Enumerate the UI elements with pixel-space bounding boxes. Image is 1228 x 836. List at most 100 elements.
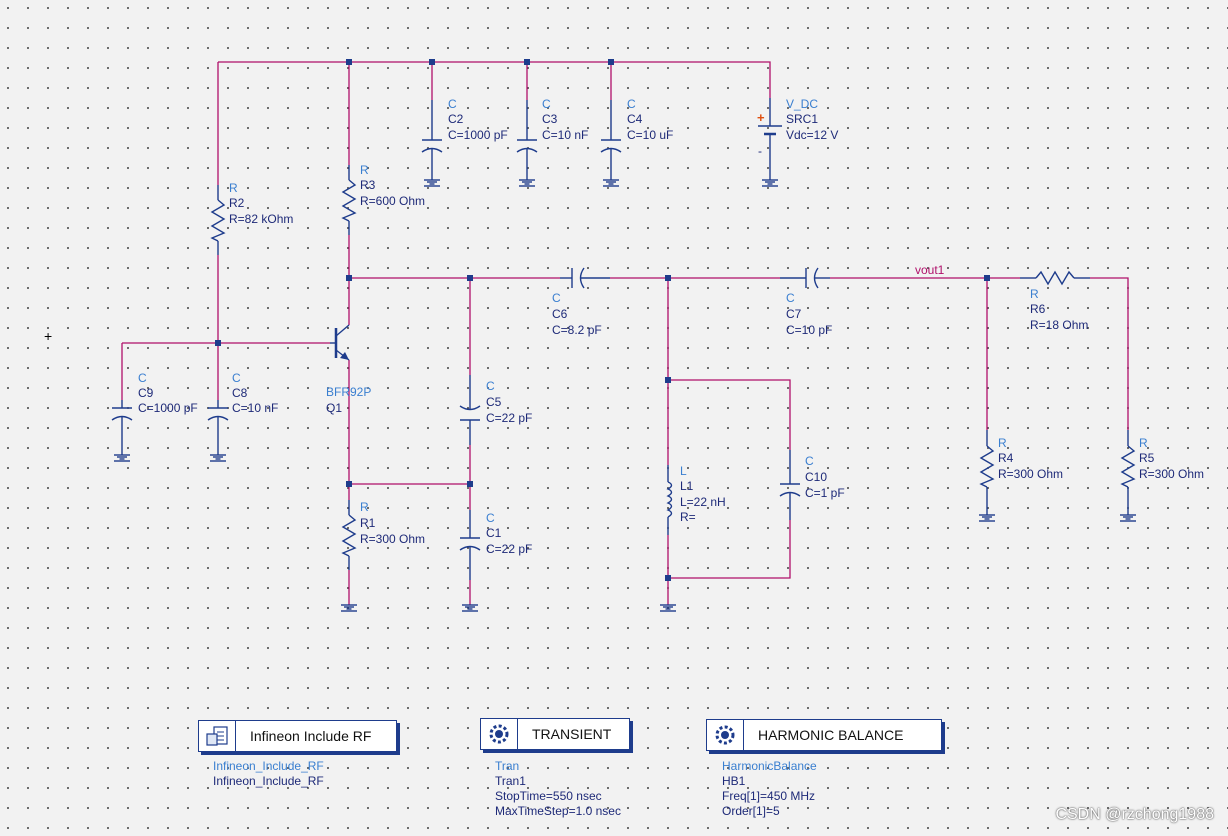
svg-text:R=: R= xyxy=(680,510,696,524)
svg-text:BFR92P: BFR92P xyxy=(326,385,371,399)
svg-text:C: C xyxy=(786,291,795,305)
svg-text:C=22 pF: C=22 pF xyxy=(486,542,532,556)
svg-text:C=8.2 pF: C=8.2 pF xyxy=(552,323,602,337)
ground-symbols xyxy=(114,179,1136,612)
svg-text:C2: C2 xyxy=(448,112,464,126)
ground-icon xyxy=(660,604,676,612)
svg-text:R3: R3 xyxy=(360,178,376,192)
ground-icon xyxy=(603,179,619,187)
capacitor-c10[interactable] xyxy=(779,450,801,520)
svg-text:Q1: Q1 xyxy=(326,401,342,415)
capacitor-c1[interactable] xyxy=(459,510,481,580)
dc-source-src1[interactable] xyxy=(758,98,782,180)
inductor-l1[interactable] xyxy=(666,465,673,535)
svg-text:R6: R6 xyxy=(1030,302,1046,316)
svg-text:R5: R5 xyxy=(1139,451,1155,465)
svg-text:R=600 Ohm: R=600 Ohm xyxy=(360,194,425,208)
ground-icon xyxy=(424,179,440,187)
svg-text:C=10 nF: C=10 nF xyxy=(542,128,588,142)
component-labels: R R2 R=82 kOhm R R3 R=600 Ohm R R1 R=300… xyxy=(138,97,1204,556)
svg-text:R2: R2 xyxy=(229,196,245,210)
capacitor-c7[interactable] xyxy=(780,267,830,289)
svg-text:Vdc=12 V: Vdc=12 V xyxy=(786,128,838,142)
svg-text:C=1000 pF: C=1000 pF xyxy=(448,128,508,142)
svg-text:C5: C5 xyxy=(486,395,502,409)
svg-text:C: C xyxy=(805,454,814,468)
svg-text:-: - xyxy=(758,144,762,158)
svg-text:C10: C10 xyxy=(805,470,827,484)
svg-text:L=22 nH: L=22 nH xyxy=(680,495,726,509)
svg-text:C: C xyxy=(232,371,241,385)
svg-text:R=82 kOhm: R=82 kOhm xyxy=(229,212,293,226)
svg-text:C1: C1 xyxy=(486,526,502,540)
svg-text:R: R xyxy=(1139,436,1148,450)
svg-text:C=10 uF: C=10 uF xyxy=(627,128,673,142)
resistor-r2[interactable] xyxy=(210,185,226,255)
resistor-r4[interactable] xyxy=(979,430,995,515)
svg-text:R4: R4 xyxy=(998,451,1014,465)
svg-text:C: C xyxy=(486,511,495,525)
capacitor-c6[interactable] xyxy=(560,267,610,289)
svg-text:C=10 pF: C=10 pF xyxy=(786,323,832,337)
transient-controller[interactable]: TRANSIENT xyxy=(480,718,630,750)
resistor-r1[interactable] xyxy=(341,500,357,570)
watermark: CSDN @rzchong1988 xyxy=(1055,806,1214,823)
svg-text:C8: C8 xyxy=(232,386,248,400)
capacitor-c3[interactable] xyxy=(516,100,538,180)
simulation-gear-icon xyxy=(481,719,518,749)
svg-text:+: + xyxy=(757,110,765,125)
ground-icon xyxy=(762,179,778,187)
capacitor-c2[interactable] xyxy=(421,100,443,180)
ground-icon xyxy=(519,179,535,187)
svg-text:L: L xyxy=(680,464,687,478)
capacitor-c8[interactable] xyxy=(207,400,229,455)
svg-text:R: R xyxy=(360,163,369,177)
resistor-r5[interactable] xyxy=(1120,430,1136,515)
ground-icon xyxy=(462,604,478,612)
svg-text:C: C xyxy=(627,97,636,111)
svg-text:C4: C4 xyxy=(627,112,643,126)
capacitor-c4[interactable] xyxy=(600,100,622,180)
include-file-icon xyxy=(199,721,236,751)
svg-text:C: C xyxy=(448,97,457,111)
transient-title: TRANSIENT xyxy=(532,726,612,742)
capacitor-c9[interactable] xyxy=(111,400,133,455)
svg-text:R=300 Ohm: R=300 Ohm xyxy=(360,532,425,546)
svg-text:R=300 Ohm: R=300 Ohm xyxy=(998,467,1063,481)
capacitor-c5[interactable] xyxy=(459,375,481,445)
ground-icon xyxy=(979,514,995,522)
cursor-crosshair: + xyxy=(44,328,53,344)
svg-text:SRC1: SRC1 xyxy=(786,112,818,126)
resistor-r3[interactable] xyxy=(341,165,357,235)
harmonic-balance-controller[interactable]: HARMONIC BALANCE xyxy=(706,719,942,751)
ground-icon xyxy=(341,604,357,612)
svg-text:C: C xyxy=(552,291,561,305)
transistor-q1[interactable] xyxy=(330,324,350,361)
svg-text:R: R xyxy=(998,436,1007,450)
include-params: Infineon_Include_RF Infineon_Include_RF xyxy=(213,759,324,788)
svg-text:C=1 pF: C=1 pF xyxy=(805,486,845,500)
svg-text:C=1000 pF: C=1000 pF xyxy=(138,401,198,415)
svg-text:R: R xyxy=(360,500,369,514)
svg-text:C3: C3 xyxy=(542,112,558,126)
transient-params: Tran Tran1 StopTime=550 nsec MaxTimeStep… xyxy=(495,759,621,818)
svg-text:vout1: vout1 xyxy=(915,263,945,277)
svg-text:L1: L1 xyxy=(680,479,694,493)
wires xyxy=(121,61,1129,605)
svg-text:C9: C9 xyxy=(138,386,154,400)
simulation-gear-icon xyxy=(707,720,744,750)
svg-text:C=10 nF: C=10 nF xyxy=(232,401,278,415)
include-controller[interactable]: Infineon Include RF xyxy=(198,720,397,752)
svg-text:R1: R1 xyxy=(360,516,376,530)
ground-icon xyxy=(1120,514,1136,522)
ground-icon xyxy=(210,454,226,462)
svg-text:C6: C6 xyxy=(552,307,568,321)
svg-text:C7: C7 xyxy=(786,307,802,321)
svg-text:R: R xyxy=(1030,287,1039,301)
harmonic-balance-title: HARMONIC BALANCE xyxy=(758,727,904,743)
svg-text:C=22 pF: C=22 pF xyxy=(486,411,532,425)
svg-text:C: C xyxy=(542,97,551,111)
resistor-r6[interactable] xyxy=(1020,270,1090,286)
svg-text:R=18 Ohm: R=18 Ohm xyxy=(1030,318,1088,332)
